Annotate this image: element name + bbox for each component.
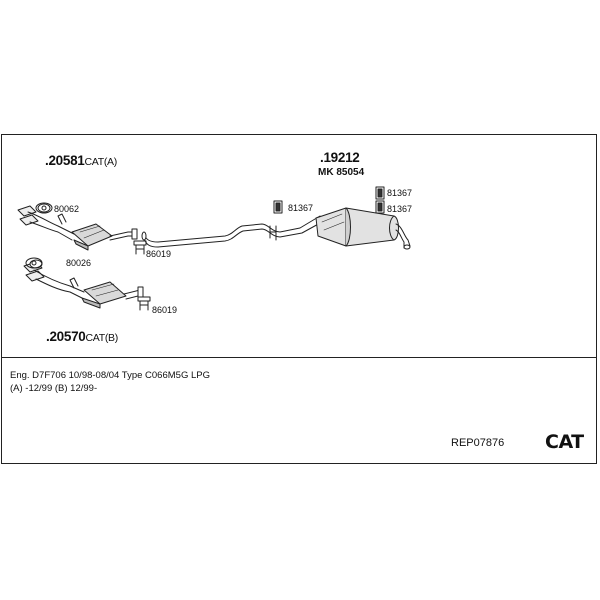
hanger-symbols (273, 186, 385, 214)
clamp-label-b: 86019 (152, 305, 178, 315)
hanger-label-mid: 81367 (288, 203, 314, 213)
diagram-frame (1, 134, 597, 464)
clamp-label-a: 86019 (146, 249, 172, 259)
rear-silencer-drawing (315, 207, 411, 250)
gasket-label-b: 80026 (66, 258, 92, 268)
part-suffix-a: CAT(A) (84, 156, 118, 168)
reference-number: REP07876 (451, 437, 505, 449)
category-badge: CAT (545, 431, 584, 453)
middle-pipe-drawing (141, 215, 323, 248)
date-info-line: (A) -12/99 (B) 12/99- (10, 383, 98, 394)
front-pipe-a-drawing (17, 203, 138, 251)
part-number-rear-silencer: .19212 (320, 150, 360, 165)
hanger-label-rear-top: 81367 (387, 188, 413, 198)
gasket-label-a: 80062 (54, 204, 80, 214)
part-number-b: .20570 (46, 329, 86, 344)
part-number-front-pipe-b: .20570CAT(B) (46, 330, 118, 344)
gasket-symbols (25, 202, 53, 269)
part-number-front-pipe-a: .20581CAT(A) (45, 154, 117, 168)
engine-info-line: Eng. D7F706 10/98-08/04 Type C066M5G LPG (10, 370, 210, 381)
hanger-label-rear-bottom: 81367 (387, 204, 413, 214)
info-divider (1, 357, 597, 358)
part-suffix-b: CAT(B) (85, 332, 119, 344)
front-pipe-b-drawing (23, 259, 144, 309)
mk-number: MK 85054 (318, 167, 365, 178)
part-number-a: .20581 (45, 153, 85, 168)
